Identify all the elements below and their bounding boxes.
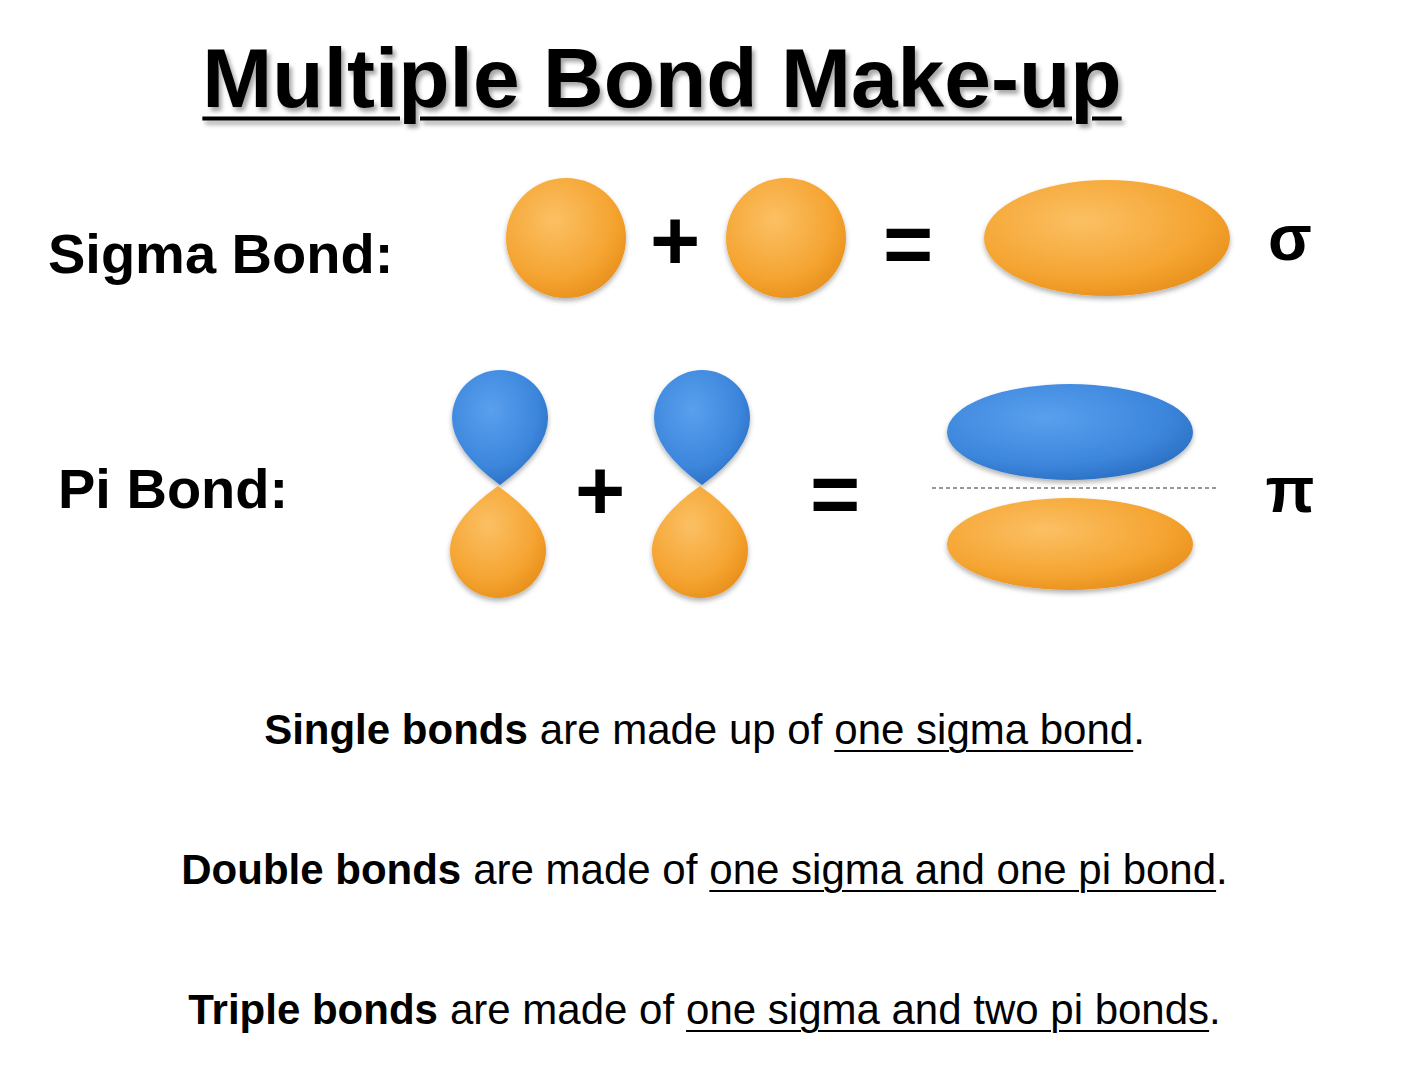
- p-orbital-lobe: [652, 486, 748, 598]
- p-orbital-lobe: [654, 370, 750, 485]
- statement-text: are made of: [473, 846, 697, 893]
- s-orbital: [506, 178, 626, 298]
- statement-text: are made of: [450, 986, 674, 1033]
- equals-sign: =: [883, 194, 933, 293]
- p-orbital-lobe: [452, 370, 548, 485]
- statement-line: Single bonds are made up ofone sigma bond…: [0, 706, 1409, 754]
- equals-sign: =: [810, 444, 860, 543]
- pi-orbital-lobe: [947, 498, 1193, 590]
- plus-sign: +: [575, 441, 625, 540]
- row-label: Pi Bond:: [58, 456, 288, 521]
- bond-symbol: σ: [1268, 201, 1312, 275]
- statement-text: .: [1133, 706, 1145, 753]
- s-orbital: [726, 178, 846, 298]
- bond-axis: [932, 488, 1216, 489]
- bond-composition: one sigma and two pi bonds: [686, 986, 1209, 1033]
- bond-composition: one sigma and one pi bond: [709, 846, 1216, 893]
- bond-type: Triple bonds: [188, 986, 438, 1033]
- bond-symbol: π: [1266, 453, 1315, 527]
- plus-sign: +: [650, 191, 700, 290]
- row-label: Sigma Bond:: [48, 221, 393, 286]
- statement-text: .: [1216, 846, 1228, 893]
- statement-line: Triple bonds are made of one sigma and two…: [0, 986, 1409, 1034]
- bond-type: Double bonds: [181, 846, 461, 893]
- sigma-orbital: [984, 180, 1230, 296]
- bond-composition: one sigma bond: [834, 706, 1133, 753]
- bond-type: Single bonds: [264, 706, 528, 753]
- diagram-title: Multiple Bond Make-up: [202, 30, 1121, 127]
- statement-text: .: [1209, 986, 1221, 1033]
- pi-orbital-lobe: [947, 384, 1193, 480]
- statement-line: Double bonds are made of one sigma and one…: [0, 846, 1409, 894]
- p-orbital-lobe: [450, 486, 546, 598]
- statement-text: are made up of: [540, 706, 823, 753]
